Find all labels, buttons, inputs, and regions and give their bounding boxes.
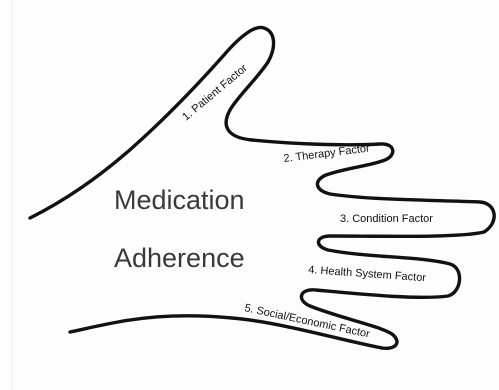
title-line-medication: Medication	[114, 185, 245, 215]
finger-label-health-system: 4. Health System Factor	[308, 264, 427, 284]
finger-label-condition: 3. Condition Factor	[340, 213, 433, 225]
hand-outline-upper	[30, 27, 494, 348]
title-line-adherence: Adherence	[114, 243, 245, 273]
